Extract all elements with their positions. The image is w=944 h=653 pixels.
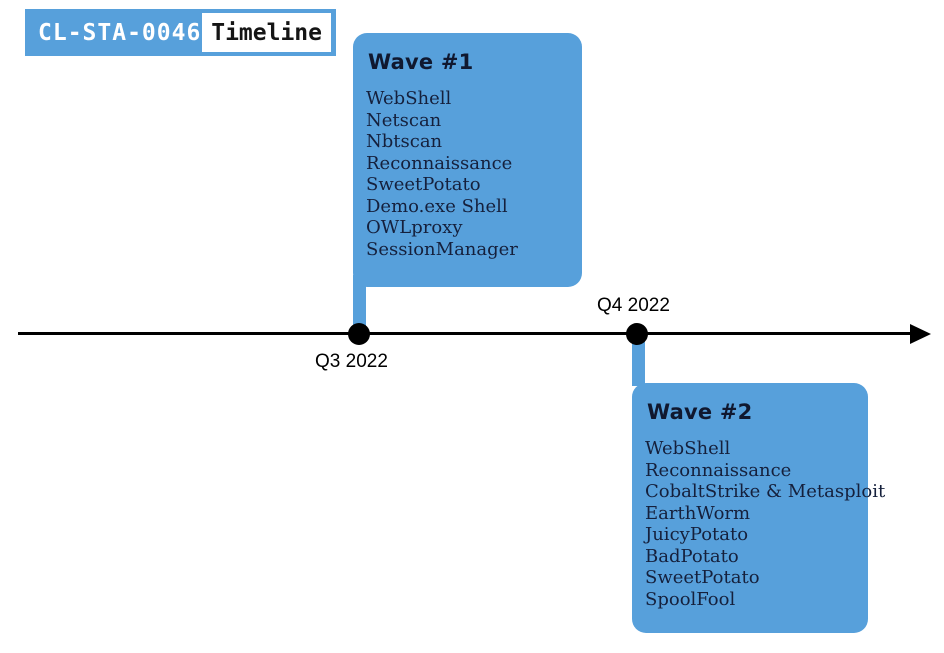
wave-list-item: Reconnaissance [366,152,513,174]
timeline-arrowhead-icon [910,324,931,344]
wave2-title: Wave #2 [647,400,753,424]
wave-list-item: JuicyPotato [645,524,749,545]
wave-list-item: OWLproxy [366,217,463,238]
wave-list-item: Netscan [366,109,442,131]
q4-2022-marker-dot [626,323,648,345]
q3-2022-label: Q3 2022 [315,351,388,372]
wave-list-item: Demo.exe Shell [366,195,508,217]
wave-list-item: Nbtscan [366,131,443,152]
q4-2022-label: Q4 2022 [597,295,670,316]
wave-list-item: CobaltStrike & Metasploit [645,481,886,502]
title-badge: CL-STA-0046 Timeline [25,9,336,56]
wave-list-item: SweetPotato [645,567,760,588]
timeline-axis [18,332,912,335]
wave-list-item: SweetPotato [366,174,481,195]
wave-list-item: WebShell [366,88,452,109]
q3-2022-marker-dot [348,323,370,345]
wave1-connector [353,275,366,327]
timeline-title-label: Timeline [202,13,331,52]
wave2-connector [632,340,645,386]
wave-list-item: WebShell [645,438,731,459]
wave-list-item: SessionManager [366,238,518,260]
wave-list-item: EarthWorm [645,502,751,524]
cluster-id-label: CL-STA-0046 [38,19,202,46]
wave-list-item: BadPotato [645,545,739,567]
wave1-title: Wave #1 [368,50,474,74]
wave-list-item: Reconnaissance [645,459,792,481]
wave-list-item: SpoolFool [645,588,736,610]
